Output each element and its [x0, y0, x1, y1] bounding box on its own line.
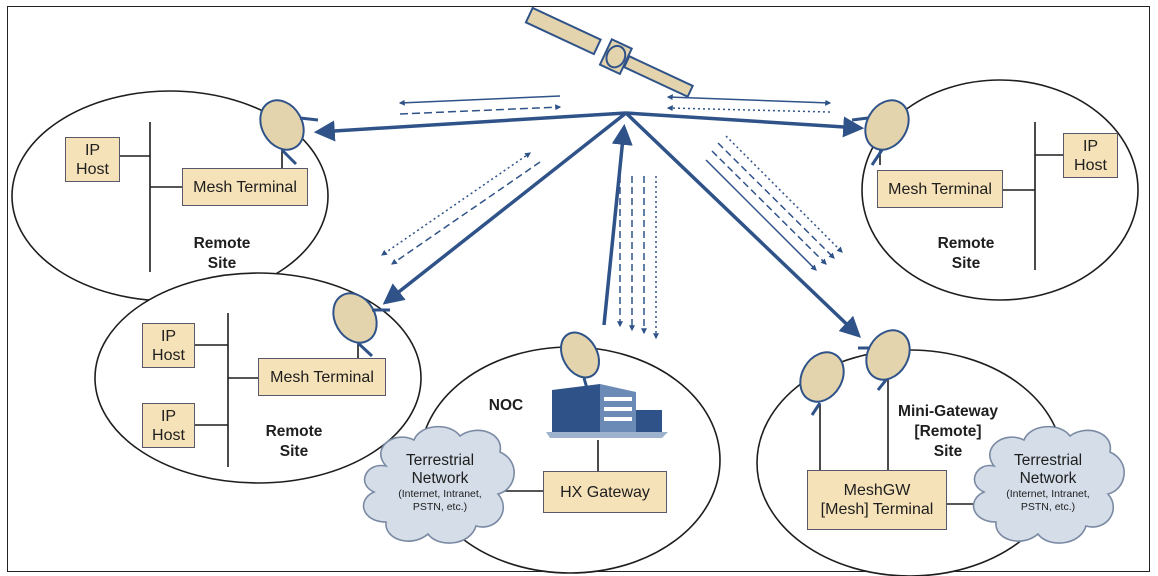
site-label-line2: Site — [951, 255, 981, 272]
cloud-sub-line1: (Internet, Intranet, — [1006, 488, 1090, 500]
satellite-links — [313, 111, 865, 338]
mesh-terminal-box: Mesh Terminal — [877, 170, 1003, 208]
site-label-line2: Site — [207, 255, 237, 272]
site-label-line1: Mini-Gateway — [898, 403, 998, 420]
terminal-line1: MeshGW — [843, 482, 911, 499]
dish-icon-remote-right — [851, 99, 910, 166]
site-label-line1: Remote — [937, 235, 995, 252]
noc-lan — [500, 440, 599, 492]
ip-host-box: IP Host — [1063, 133, 1118, 178]
cloud-title-line2: Network — [411, 470, 469, 487]
cloud-sub-line2: PSTN, etc.) — [1020, 501, 1076, 513]
terminal-line2: [Mesh] Terminal — [820, 501, 934, 518]
dish-icon-mini-gateway-1 — [799, 351, 845, 416]
dish-icon-remote-top-left — [259, 99, 319, 166]
cloud-sub-line1: (Internet, Intranet, — [398, 488, 482, 500]
ip-host-box: IP Host — [65, 137, 120, 182]
mesh-terminal-box: Mesh Terminal — [182, 168, 308, 206]
cloud-title-line2: Network — [1019, 470, 1077, 487]
ip-host-box: IP Host — [142, 403, 195, 448]
remote-site-label: Remote Site — [916, 234, 1016, 274]
site-label-line2: Site — [279, 443, 309, 460]
meshgw-terminal-box: MeshGW [Mesh] Terminal — [807, 470, 947, 530]
satellite-icon — [524, 6, 695, 99]
cloud-sub-line2: PSTN, etc.) — [412, 501, 468, 513]
noc-cloud-text: Terrestrial Network (Internet, Intranet,… — [370, 452, 510, 514]
mini-gateway-terrestrial-cloud — [972, 425, 1125, 544]
noc-label: NOC — [488, 397, 524, 414]
cloud-title-line1: Terrestrial — [405, 452, 475, 469]
mesh-terminal-box: Mesh Terminal — [258, 358, 386, 396]
cloud-title-line1: Terrestrial — [1013, 452, 1083, 469]
traffic-arrows — [381, 94, 843, 340]
dish-icon-remote-bottom-left — [332, 292, 390, 358]
noc-terrestrial-cloud — [362, 425, 515, 544]
site-label-line2: [Remote] — [914, 423, 982, 440]
site-label-line3: Site — [933, 443, 963, 460]
dish-icon-mini-gateway-2 — [858, 329, 911, 391]
hx-gateway-box: HX Gateway — [543, 471, 667, 513]
mini-gateway-cloud-text: Terrestrial Network (Internet, Intranet,… — [978, 452, 1118, 514]
site-label-line1: Remote — [193, 235, 251, 252]
site-label-line1: Remote — [265, 423, 323, 440]
ip-host-box: IP Host — [142, 323, 195, 368]
mini-gateway-site-label: Mini-Gateway [Remote] Site — [888, 402, 1008, 462]
noc-building-icon — [546, 384, 668, 438]
remote-site-label: Remote Site — [244, 422, 344, 462]
remote-site-label: Remote Site — [172, 234, 272, 274]
remote-bottom-left-lan — [195, 313, 359, 467]
